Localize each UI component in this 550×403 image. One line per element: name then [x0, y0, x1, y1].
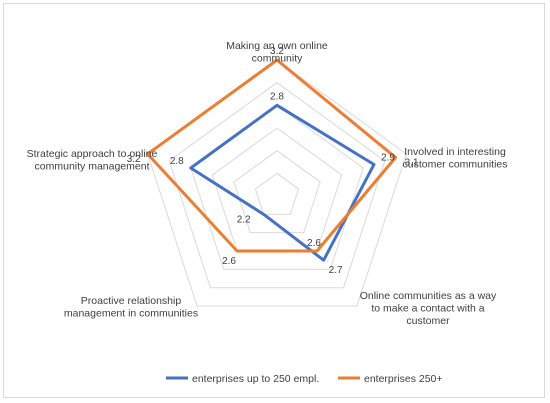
grid-ring [233, 150, 321, 234]
axis-label-line: Making an own online [226, 40, 328, 52]
radar-series [146, 58, 398, 262]
grid-ring [168, 82, 386, 289]
data-label: 2.2 [237, 214, 251, 225]
axis-label-line: Strategic approach to online [27, 148, 158, 160]
data-label: 3.1 [405, 157, 419, 168]
data-label: 2.6 [307, 238, 321, 249]
axis-label-line: customer communities [402, 159, 507, 171]
data-label: 3.2 [127, 154, 141, 165]
axis-label-line: customer [406, 315, 450, 327]
series-line-large [146, 58, 398, 253]
axis-label-line: to make a contact with a [371, 303, 484, 315]
data-label: 2.8 [270, 91, 284, 102]
data-label: 2.9 [381, 152, 395, 163]
data-label: 2.6 [222, 256, 236, 267]
axis-label-line: Online communities as a way [360, 290, 497, 302]
axis-label-line: community management [35, 161, 150, 173]
legend-label: enterprises 250+ [364, 373, 443, 385]
data-labels: 2.8 2.9 2.7 2.2 2.8 3.2 3.1 2.6 2.6 3.2 [127, 46, 419, 276]
series-line-small [189, 103, 376, 262]
chart-frame [3, 3, 545, 398]
data-label: 2.7 [329, 265, 343, 276]
axis-label-line: management in communities [64, 308, 198, 320]
axis-label-line: Proactive relationship [81, 295, 182, 307]
axis-label-line: Involved in interesting [404, 146, 506, 158]
legend-label: enterprises up to 250 empl. [192, 373, 319, 385]
legend: enterprises up to 250 empl. enterprises 2… [166, 373, 443, 385]
data-label: 2.8 [170, 156, 184, 167]
axis-label-line: community [252, 53, 304, 65]
grid-ring [254, 172, 300, 215]
data-label: 3.2 [270, 46, 284, 57]
